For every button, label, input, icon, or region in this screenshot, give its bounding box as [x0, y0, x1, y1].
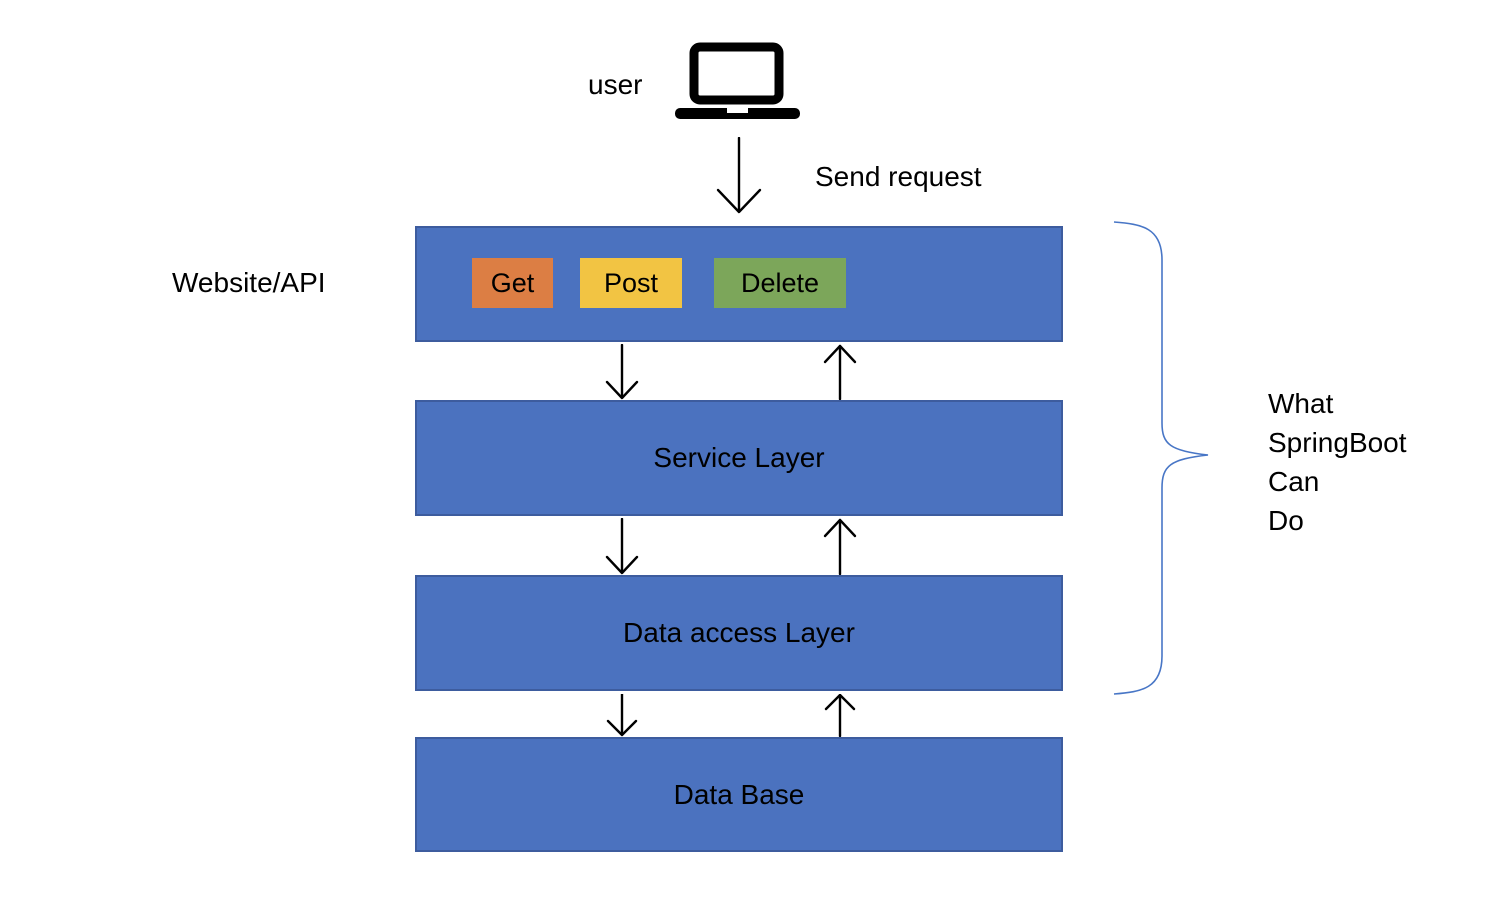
annotation-line: Can — [1268, 466, 1320, 497]
get-button: Get — [472, 258, 553, 308]
curly-brace-icon — [1113, 221, 1209, 695]
annotation-line: Do — [1268, 505, 1304, 536]
arrow-down-icon — [605, 344, 639, 400]
arrow-up-icon — [823, 518, 857, 575]
annotation-line: What — [1268, 388, 1334, 419]
website-api-label: Website/API — [172, 267, 326, 298]
laptop-icon — [675, 42, 800, 119]
arrow-down-icon — [606, 694, 638, 737]
layer-website-api: Get Post Delete — [415, 226, 1063, 342]
delete-button: Delete — [714, 258, 846, 308]
post-button: Post — [580, 258, 682, 308]
user-label: user — [588, 69, 643, 100]
data-access-layer-label: Data access Layer — [623, 617, 855, 648]
send-request-label: Send request — [815, 161, 982, 192]
arrow-up-icon — [823, 344, 857, 400]
layer-data-access: Data access Layer — [415, 575, 1063, 691]
layer-database: Data Base — [415, 737, 1063, 852]
service-layer-label: Service Layer — [653, 442, 825, 473]
annotation-line: SpringBoot — [1268, 427, 1407, 458]
annotation-what-springboot-can-do: What SpringBoot Can Do — [1268, 384, 1407, 540]
layer-service: Service Layer — [415, 400, 1063, 516]
arrow-down-icon — [605, 518, 639, 575]
send-request-arrow-down-icon — [716, 137, 762, 214]
database-label: Data Base — [673, 778, 805, 810]
arrow-up-icon — [824, 694, 856, 737]
